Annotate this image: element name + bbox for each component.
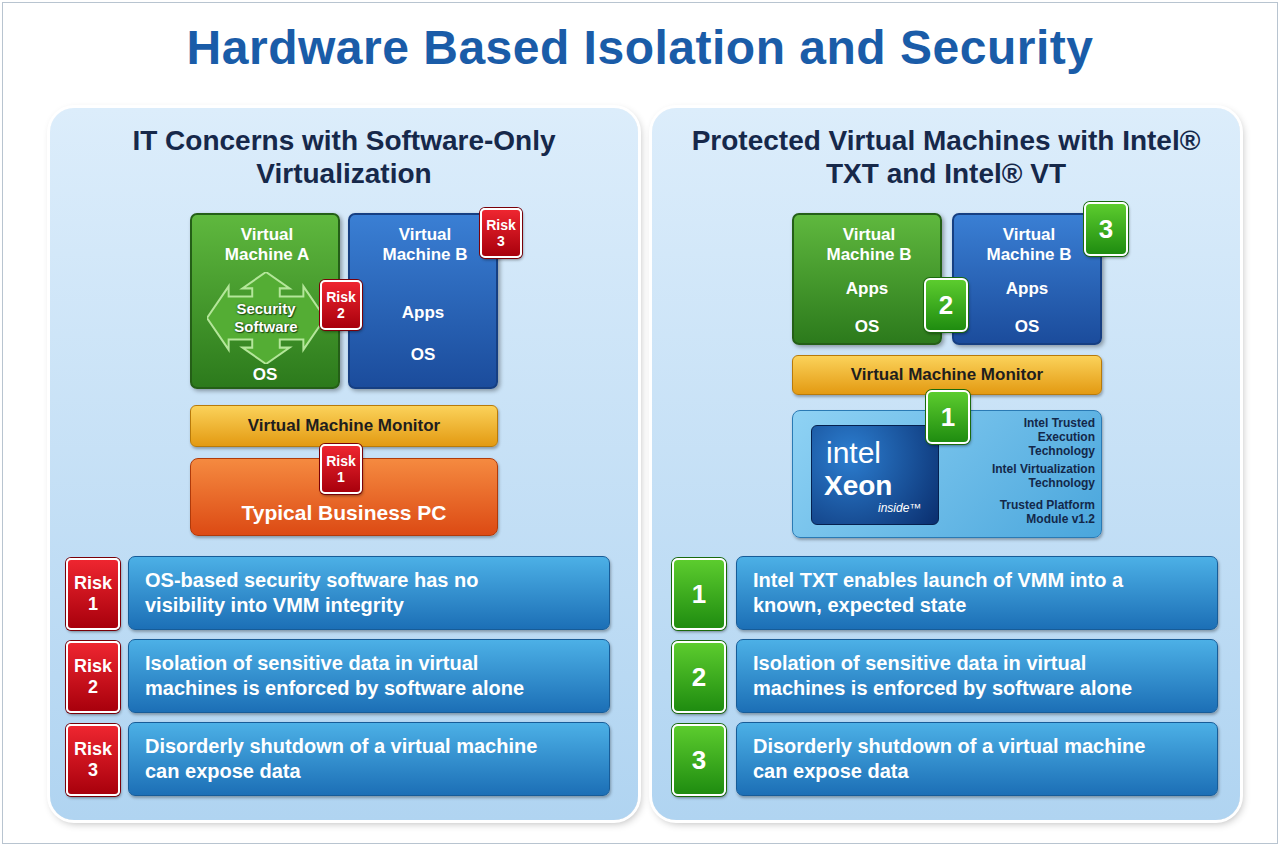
arrow-shape xyxy=(207,272,325,364)
panel: IT Concerns with Software-Only Virtualiz… xyxy=(50,108,638,820)
node-text: OS xyxy=(794,317,940,337)
node-text: Isolation of sensitive data in virtual m… xyxy=(753,651,1163,701)
callout-number: 3 xyxy=(672,724,726,796)
node-text: Disorderly shutdown of a virtual machine… xyxy=(145,734,555,784)
node-text: 1 xyxy=(692,579,706,610)
node-text: OS-based security software has no visibi… xyxy=(145,568,555,618)
node-text: Risk 3 xyxy=(485,217,517,249)
node-text: Trusted Platform Module v1.2 xyxy=(971,499,1095,527)
risk-description: OS-based security software has no visibi… xyxy=(128,556,610,630)
node-text: Security Software xyxy=(207,300,325,335)
node-text: Virtual Machine Monitor xyxy=(248,416,440,436)
monitor-bar: Virtual Machine Monitor xyxy=(792,355,1102,395)
monitor-bar: Virtual Machine Monitor xyxy=(190,405,498,447)
node-text: Disorderly shutdown of a virtual machine… xyxy=(753,734,1163,784)
protection-description: Intel TXT enables launch of VMM into a k… xyxy=(736,556,1218,630)
node-text: Apps xyxy=(794,279,940,299)
node-text: 3 xyxy=(692,745,706,776)
risk-badge: Risk 1 xyxy=(66,558,120,630)
node-text: OS xyxy=(192,365,338,385)
node-text: Typical Business PC xyxy=(191,501,497,526)
security-arrows: Security Software xyxy=(207,272,325,364)
node-text: Risk 2 xyxy=(325,289,357,321)
node-text: Apps xyxy=(350,303,496,323)
node-text: Virtual Machine A xyxy=(217,225,317,265)
node-text: 1 xyxy=(941,402,955,433)
risk-badge: Risk 3 xyxy=(480,208,522,258)
risk-description: Isolation of sensitive data in virtual m… xyxy=(128,639,610,713)
node-text: Intel Trusted Execution Technology xyxy=(983,417,1095,458)
node-text: OS xyxy=(954,317,1100,337)
risk-badge: Risk 2 xyxy=(320,280,362,330)
risk-badge: Risk 2 xyxy=(66,641,120,713)
node-text: inside™ xyxy=(878,502,936,516)
risk-badge: Risk 3 xyxy=(66,724,120,796)
node-text: Virtual Machine B xyxy=(979,225,1079,265)
node-text: Virtual Machine Monitor xyxy=(851,365,1043,385)
callout-number: 2 xyxy=(672,641,726,713)
risk-description: Disorderly shutdown of a virtual machine… xyxy=(128,722,610,796)
node-text: Risk 1 xyxy=(325,453,357,485)
callout-number: 2 xyxy=(924,278,968,332)
panel: Protected Virtual Machines with Intel® T… xyxy=(652,108,1240,820)
virtual-machine: Virtual Machine B AppsOS xyxy=(952,213,1102,345)
node-text: intel xyxy=(826,436,906,471)
node-text: Risk 3 xyxy=(71,739,115,780)
node-text: Apps xyxy=(954,279,1100,299)
callout-number: 3 xyxy=(1084,202,1128,256)
node-text: Isolation of sensitive data in virtual m… xyxy=(145,651,555,701)
virtual-machine: Virtual Machine B AppsOS xyxy=(792,213,942,345)
risk-badge: Risk 1 xyxy=(320,444,362,494)
node-text: Protected Virtual Machines with Intel® T… xyxy=(676,124,1216,190)
node-text: 2 xyxy=(939,290,953,321)
protection-description: Disorderly shutdown of a virtual machine… xyxy=(736,722,1218,796)
callout-number: 1 xyxy=(926,390,970,444)
callout-number: 1 xyxy=(672,558,726,630)
node-text: Virtual Machine B xyxy=(819,225,919,265)
virtual-machine: Virtual Machine A OS Security Software xyxy=(190,213,340,389)
node-text: Intel Virtualization Technology xyxy=(971,463,1095,491)
node-text: Risk 1 xyxy=(71,573,115,614)
node-text: Xeon xyxy=(824,470,914,502)
node-text: Risk 2 xyxy=(71,656,115,697)
node-text: Intel TXT enables launch of VMM into a k… xyxy=(753,568,1163,618)
virtual-machine: Virtual Machine B AppsOS xyxy=(348,213,498,389)
protection-description: Isolation of sensitive data in virtual m… xyxy=(736,639,1218,713)
node-text: OS xyxy=(350,345,496,365)
node-text: Virtual Machine B xyxy=(375,225,475,265)
node-text: 3 xyxy=(1099,214,1113,245)
node-text: IT Concerns with Software-Only Virtualiz… xyxy=(114,124,574,190)
node-text: 2 xyxy=(692,662,706,693)
processor-logo: intelXeoninside™ xyxy=(811,425,939,525)
diagram-title: Hardware Based Isolation and Security xyxy=(0,20,1280,75)
